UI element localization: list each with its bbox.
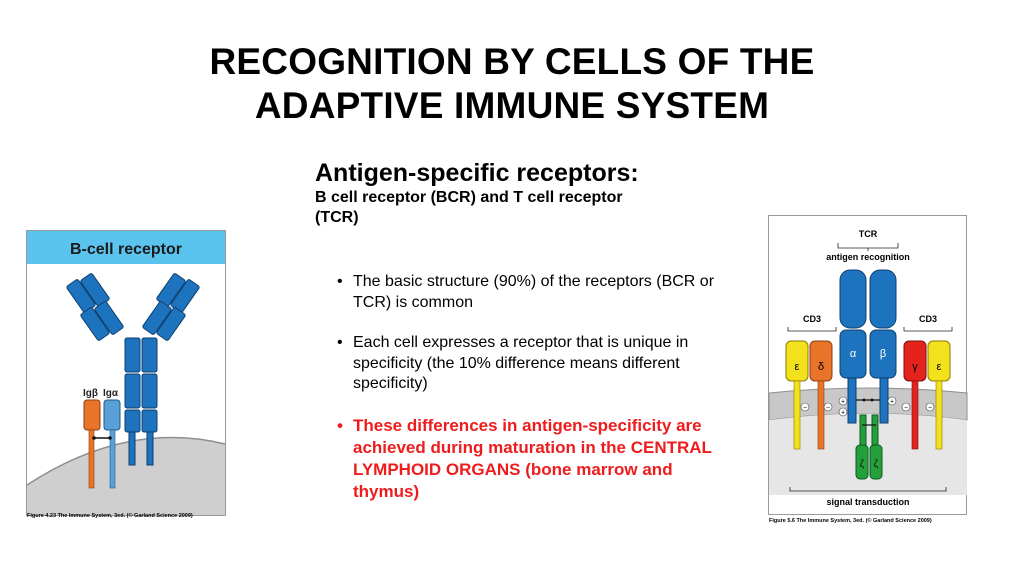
tcr-label: TCR — [859, 229, 878, 239]
zeta-label-2: ζ — [874, 459, 879, 470]
svg-text:+: + — [841, 399, 845, 406]
ig-alpha-label: Igα — [103, 388, 119, 399]
slide-title-line2: ADAPTIVE IMMUNE SYSTEM — [254, 85, 770, 126]
zeta-chains — [855, 414, 883, 480]
slide-title-line1: RECOGNITION BY CELLS OF THE — [209, 41, 815, 82]
tcr-alpha-beta-chains — [839, 269, 897, 424]
svg-text:−: − — [904, 405, 908, 412]
gamma-label: γ — [912, 361, 918, 373]
bcell-membrane — [27, 437, 225, 515]
svg-text:+: + — [890, 399, 894, 406]
antigen-recognition-label: antigen recognition — [826, 252, 910, 262]
bcell-stem — [124, 337, 158, 466]
zeta-label-1: ζ — [860, 459, 865, 470]
bcell-heavy-chain-left — [66, 273, 124, 341]
bcell-header: B-cell receptor — [70, 241, 182, 258]
epsilon-right-label: ε — [937, 361, 942, 373]
cd3-left-label: CD3 — [803, 314, 821, 324]
ig-beta-domain — [83, 399, 101, 431]
tcr-figure-caption: Figure 5.6 The Immune System, 3ed. (© Ga… — [769, 518, 932, 524]
bullet-item-highlight: These differences in antigen-specificity… — [337, 415, 723, 503]
cd3-right-label: CD3 — [919, 314, 937, 324]
ig-beta-label: Igβ — [83, 388, 98, 399]
svg-text:−: − — [928, 405, 932, 412]
delta-label: δ — [818, 361, 824, 373]
svg-text:−: − — [803, 405, 807, 412]
signal-transduction-label: signal transduction — [826, 497, 909, 507]
bcell-figure-caption: Figure 4.23 The Immune System, 3ed. (© G… — [27, 513, 193, 519]
charge-markers: − − + + + − − — [800, 396, 935, 417]
beta-chain-label: β — [880, 348, 886, 360]
bullet-list: The basic structure (90%) of the recepto… — [337, 272, 723, 523]
bcell-header-bar — [27, 231, 225, 264]
svg-text:−: − — [826, 405, 830, 412]
receptor-heading-block: Antigen-specific receptors: B cell recep… — [315, 158, 735, 228]
bullet-item: The basic structure (90%) of the recepto… — [337, 272, 723, 313]
ig-alpha-domain — [103, 399, 121, 431]
alpha-chain-label: α — [850, 348, 857, 360]
epsilon-left-label: ε — [795, 361, 800, 373]
receptor-subheading: B cell receptor (BCR) and T cell recepto… — [315, 189, 623, 226]
tcr-complex-figure: TCR antigen recognition α β CD3 ε δ CD3 — [768, 215, 968, 515]
svg-text:+: + — [841, 410, 845, 417]
receptor-heading: Antigen-specific receptors: — [315, 159, 639, 187]
bcell-receptor-figure: B-cell receptor — [26, 230, 226, 516]
slide-title: RECOGNITION BY CELLS OF THE ADAPTIVE IMM… — [0, 40, 1024, 128]
bcell-heavy-chain-right — [142, 273, 200, 341]
bullet-item: Each cell expresses a receptor that is u… — [337, 333, 723, 395]
